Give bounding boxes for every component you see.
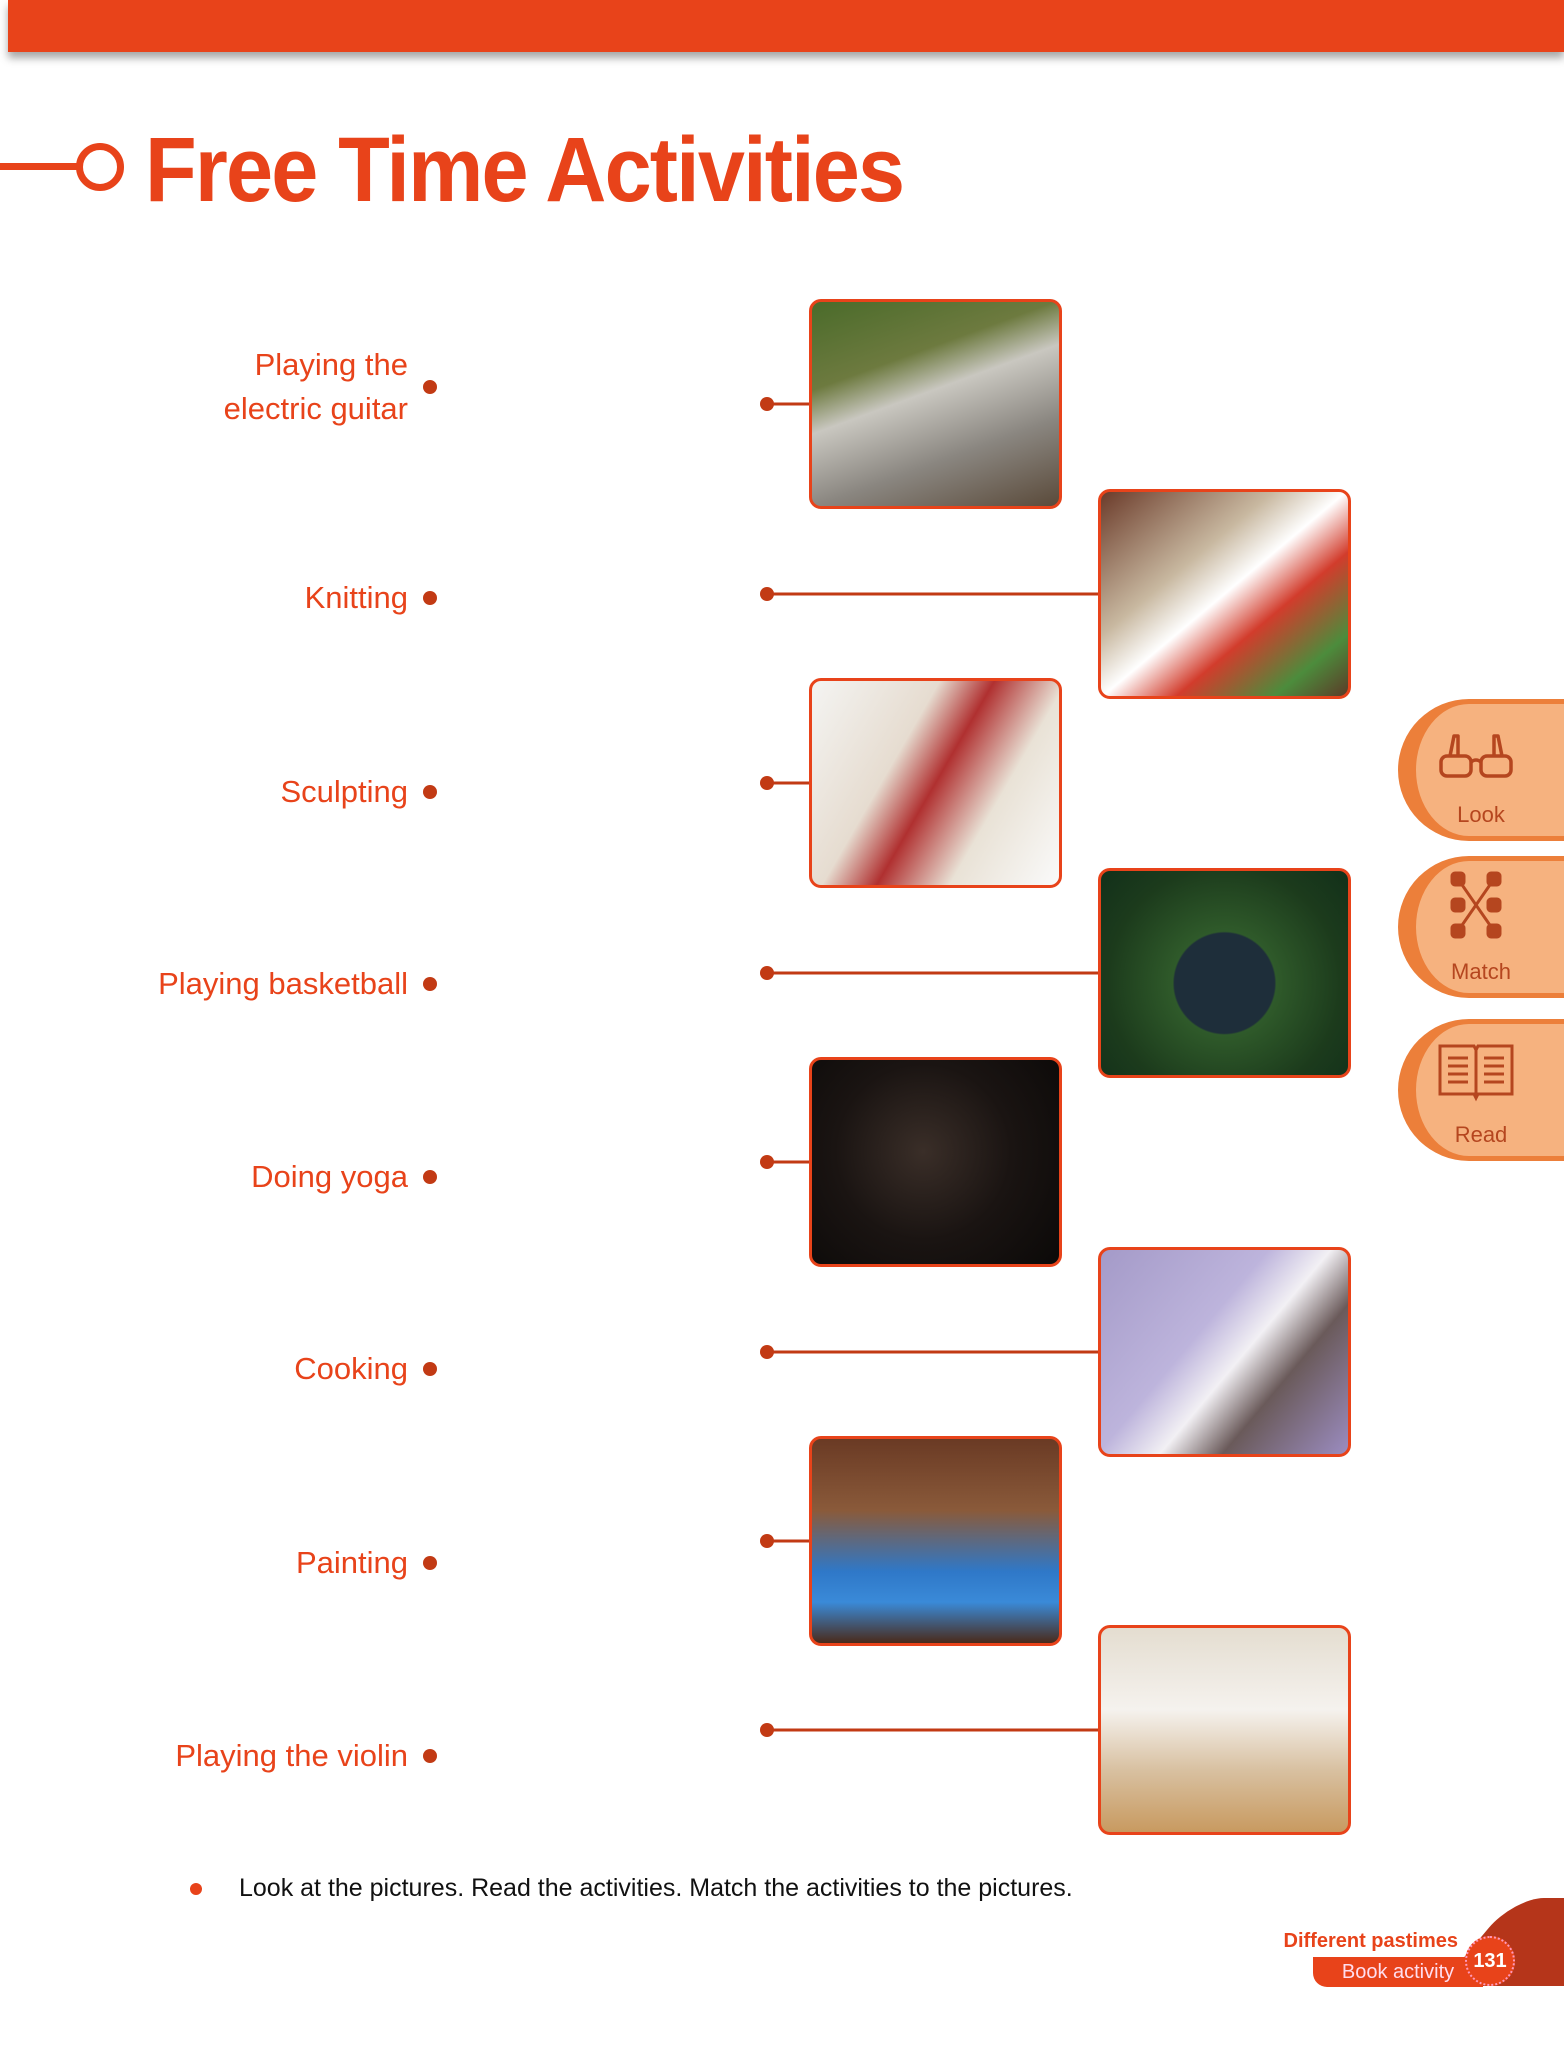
match-tab-label: Match [1451, 959, 1511, 984]
picture-match-dot[interactable] [760, 1534, 774, 1548]
picture-match-dot[interactable] [760, 1155, 774, 1169]
painting-photo [809, 678, 1062, 888]
picture-match-dot[interactable] [760, 776, 774, 790]
connector-line [767, 971, 1098, 975]
picture-match-dot[interactable] [760, 587, 774, 601]
page-title: Free Time Activities [145, 119, 905, 221]
activity-label: Sculpting [280, 774, 408, 809]
look-tab[interactable]: Look [1398, 699, 1564, 841]
activity-match-dot[interactable] [423, 1362, 437, 1376]
picture-match-dot[interactable] [760, 966, 774, 980]
activity-label: Playing the violin [175, 1738, 408, 1773]
page-number: 131 [1465, 1936, 1515, 1986]
activity-match-dot[interactable] [423, 785, 437, 799]
activity-label: Playing basketball [158, 966, 408, 1001]
activity-match-dot[interactable] [423, 977, 437, 991]
top-banner [8, 0, 1564, 52]
picture-match-dot[interactable] [760, 397, 774, 411]
book-icon [1438, 1044, 1514, 1102]
sculpting-photo [809, 299, 1062, 509]
activity-match-dot[interactable] [423, 1170, 437, 1184]
activity-match-dot[interactable] [423, 1556, 437, 1570]
picture-match-dot[interactable] [760, 1723, 774, 1737]
connector-line [767, 1350, 1098, 1354]
read-tab[interactable]: Read [1398, 1019, 1564, 1161]
activity-label: Knitting [304, 580, 408, 615]
match-icon [1450, 871, 1502, 939]
activity-label: Cooking [294, 1351, 408, 1386]
footer-unit-title: Different pastimes [1283, 1930, 1459, 1952]
activity-label: Playing the electric guitar [223, 347, 408, 426]
match-tab[interactable]: Match [1398, 856, 1564, 998]
activity-label: Painting [295, 1545, 408, 1580]
activity-match-dot[interactable] [423, 1749, 437, 1763]
instruction-bullet [190, 1883, 202, 1895]
knitting-photo [1098, 868, 1351, 1078]
connector-line [767, 1160, 809, 1164]
activity-match-dot[interactable] [423, 380, 437, 394]
basketball-photo [1098, 1625, 1351, 1835]
connector-line [767, 592, 1098, 596]
title-circle-decoration [76, 143, 124, 191]
connector-line [767, 781, 809, 785]
look-tab-label: Look [1457, 802, 1505, 827]
activity-match-dot[interactable] [423, 591, 437, 605]
connector-line [767, 1728, 1098, 1732]
picture-match-dot[interactable] [760, 1345, 774, 1359]
instruction-text: Look at the pictures. Read the activitie… [239, 1874, 1073, 1902]
connector-line [767, 1539, 809, 1543]
connector-line [767, 402, 809, 406]
guitar-photo [809, 1057, 1062, 1267]
glasses-icon [1439, 734, 1513, 778]
cooking-photo [1098, 489, 1351, 699]
title-line-decoration [0, 163, 78, 170]
yoga-photo [809, 1436, 1062, 1646]
read-tab-label: Read [1454, 1122, 1508, 1147]
violin-photo [1098, 1247, 1351, 1457]
activity-label: Doing yoga [251, 1159, 408, 1194]
footer-section-label: Book activity [1313, 1957, 1483, 1987]
